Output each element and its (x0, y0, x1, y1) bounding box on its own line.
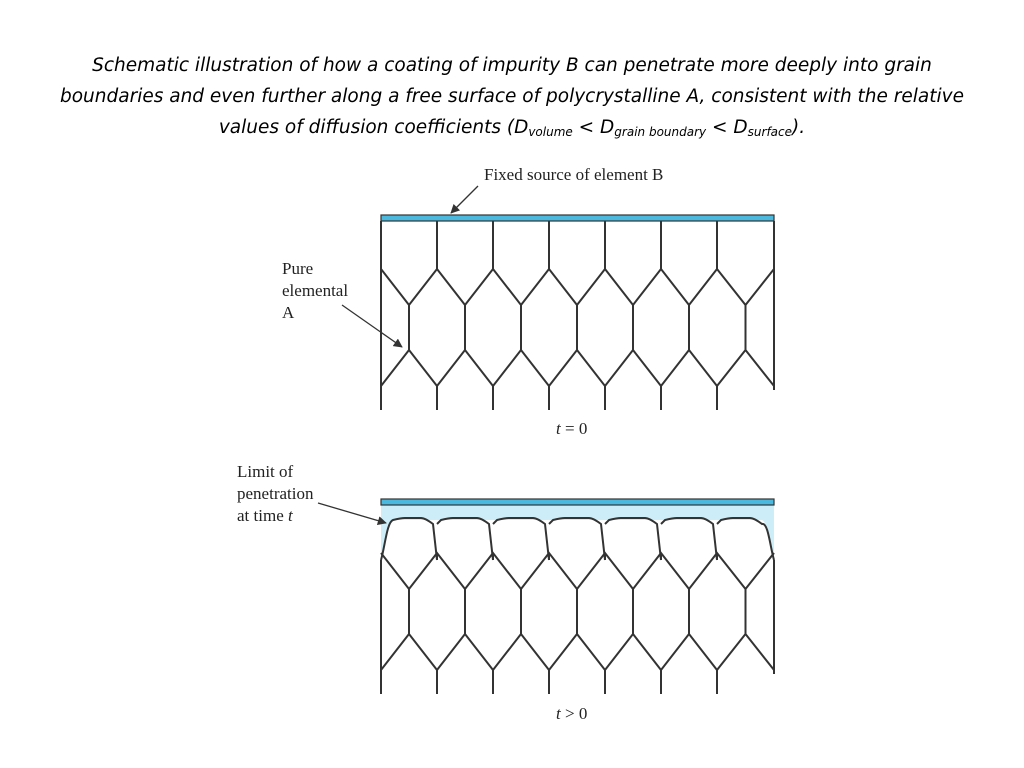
top-coating-layer (380, 214, 775, 222)
top-panel: Fixed source of element B Pure elemental… (282, 165, 775, 438)
source-arrow (450, 185, 479, 214)
fixed-source-label: Fixed source of element B (484, 165, 663, 184)
bottom-panel: Limit of penetration at time t t > 0 (237, 462, 775, 723)
time-positive-label: t > 0 (556, 704, 587, 723)
pure-elemental-arrow (341, 304, 403, 348)
time-zero-label: t = 0 (556, 419, 587, 438)
bottom-grain-boundaries (380, 551, 775, 694)
penetration-region (381, 505, 774, 560)
top-grain-boundaries (380, 221, 775, 410)
figure-caption: Schematic illustration of how a coating … (60, 55, 964, 139)
penetration-front (380, 517, 775, 561)
limit-of-penetration-label: Limit of penetration at time t (237, 462, 318, 525)
bottom-coating-layer (380, 498, 775, 506)
limit-arrow (317, 502, 387, 526)
pure-elemental-label: Pure elemental A (282, 259, 352, 322)
